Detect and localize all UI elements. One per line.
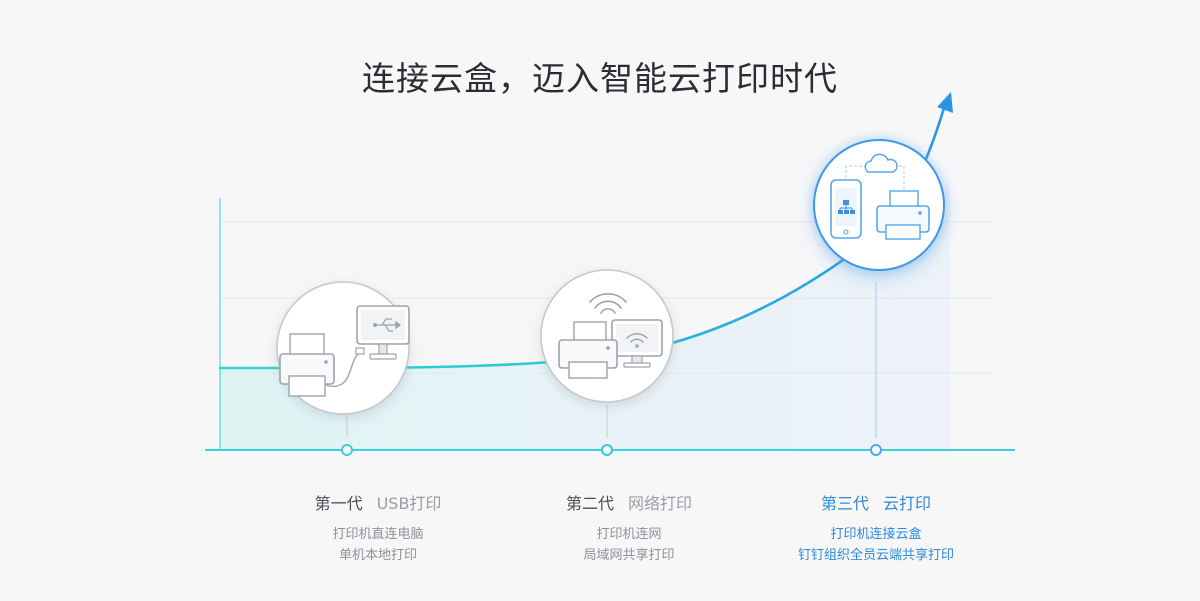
- marker-gen1: [341, 444, 353, 456]
- generation-1-description: 打印机直连电脑 单机本地打印: [248, 524, 508, 566]
- marker-gen2: [601, 444, 613, 456]
- generation-1-line-2: 单机本地打印: [338, 548, 417, 563]
- generation-1: 第一代 USB打印 打印机直连电脑 单机本地打印: [248, 490, 508, 566]
- generation-2-description: 打印机连网 局域网共享打印: [499, 524, 759, 566]
- generation-2-line-2: 局域网共享打印: [583, 548, 675, 563]
- generation-3-description: 打印机连接云盒 钉钉组织全员云端共享打印: [746, 524, 1006, 566]
- generation-3-line-1: 打印机连接云盒: [830, 527, 922, 542]
- generation-3-name: 第三代: [820, 494, 869, 513]
- phone-cloud-printer-icon: [805, 131, 953, 279]
- generation-3-type: 云打印: [883, 494, 932, 513]
- generation-3-line-2: 钉钉组织全员云端共享打印: [797, 548, 954, 563]
- page-title: 连接云盒，迈入智能云打印时代: [362, 59, 838, 98]
- generation-2-type: 网络打印: [628, 494, 693, 513]
- generation-2-heading: 第二代网络打印: [499, 490, 759, 514]
- generation-2-name: 第二代: [565, 494, 614, 513]
- axis-markers: [341, 444, 882, 456]
- marker-gen3: [870, 444, 882, 456]
- generation-3: 第三代云打印 打印机连接云盒 钉钉组织全员云端共享打印: [746, 490, 1006, 566]
- printer-usb-computer-icon: [276, 281, 410, 415]
- generation-1-heading: 第一代 USB打印: [248, 490, 508, 514]
- generation-1-name: 第一代: [314, 494, 363, 513]
- printer-wifi-monitor-icon: [540, 269, 674, 403]
- generation-1-line-1: 打印机直连电脑: [332, 527, 424, 542]
- generation-2-line-1: 打印机连网: [596, 527, 662, 542]
- arrow-head: [937, 92, 953, 113]
- generation-3-heading: 第三代云打印: [746, 490, 1006, 514]
- generation-2: 第二代网络打印 打印机连网 局域网共享打印: [499, 490, 759, 566]
- curve-area-fill: [220, 180, 950, 450]
- generation-1-type: USB打印: [376, 494, 442, 513]
